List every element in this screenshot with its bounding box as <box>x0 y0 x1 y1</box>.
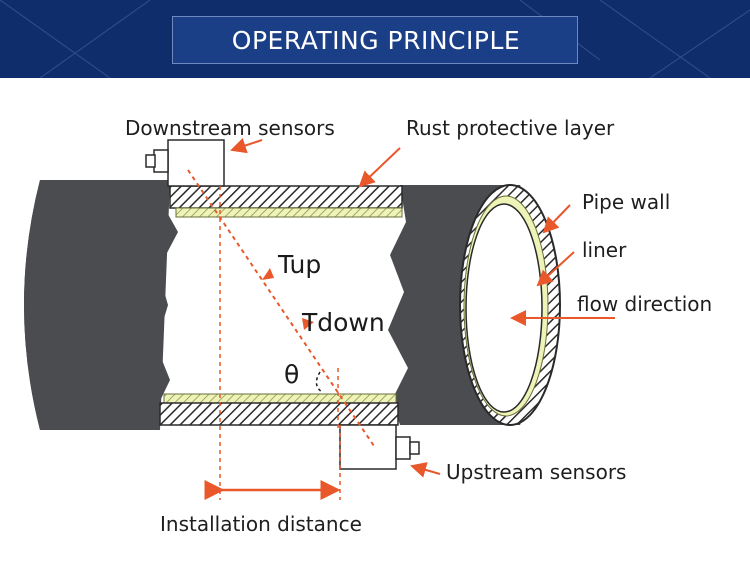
theta-arc <box>315 371 323 393</box>
header-banner: OPERATING PRINCIPLE <box>0 0 750 78</box>
leader-rust <box>358 147 401 188</box>
tup-arrow <box>262 268 274 280</box>
bottom-wall <box>159 402 399 426</box>
leader-pipe-wall <box>542 204 571 234</box>
label-liner: liner <box>582 238 627 262</box>
pipe-diagram <box>24 137 615 500</box>
symbol-tdown: Tdown <box>302 308 385 337</box>
label-downstream-sensors: Downstream sensors <box>125 116 335 140</box>
label-flow-direction: flow direction <box>577 292 713 316</box>
label-upstream-sensors: Upstream sensors <box>446 460 627 484</box>
bottom-liner <box>163 393 397 404</box>
label-rust-protective-layer: Rust protective layer <box>406 116 615 140</box>
upstream-sensor <box>339 424 420 470</box>
label-installation-distance: Installation distance <box>160 512 362 536</box>
symbol-tup: Tup <box>278 250 322 279</box>
symbol-theta: θ <box>284 360 300 389</box>
top-wall <box>169 185 403 209</box>
title-box: OPERATING PRINCIPLE <box>172 16 578 64</box>
end-face-inner <box>465 203 543 413</box>
leader-downstream <box>230 137 263 154</box>
tdown-arrow <box>302 318 314 330</box>
leader-upstream <box>410 462 441 478</box>
pipe-cut-left <box>24 180 178 430</box>
page-title: OPERATING PRINCIPLE <box>231 26 521 55</box>
label-pipe-wall: Pipe wall <box>582 190 671 214</box>
top-liner <box>175 207 403 218</box>
leader-liner <box>536 251 575 287</box>
downstream-sensor <box>145 139 225 187</box>
